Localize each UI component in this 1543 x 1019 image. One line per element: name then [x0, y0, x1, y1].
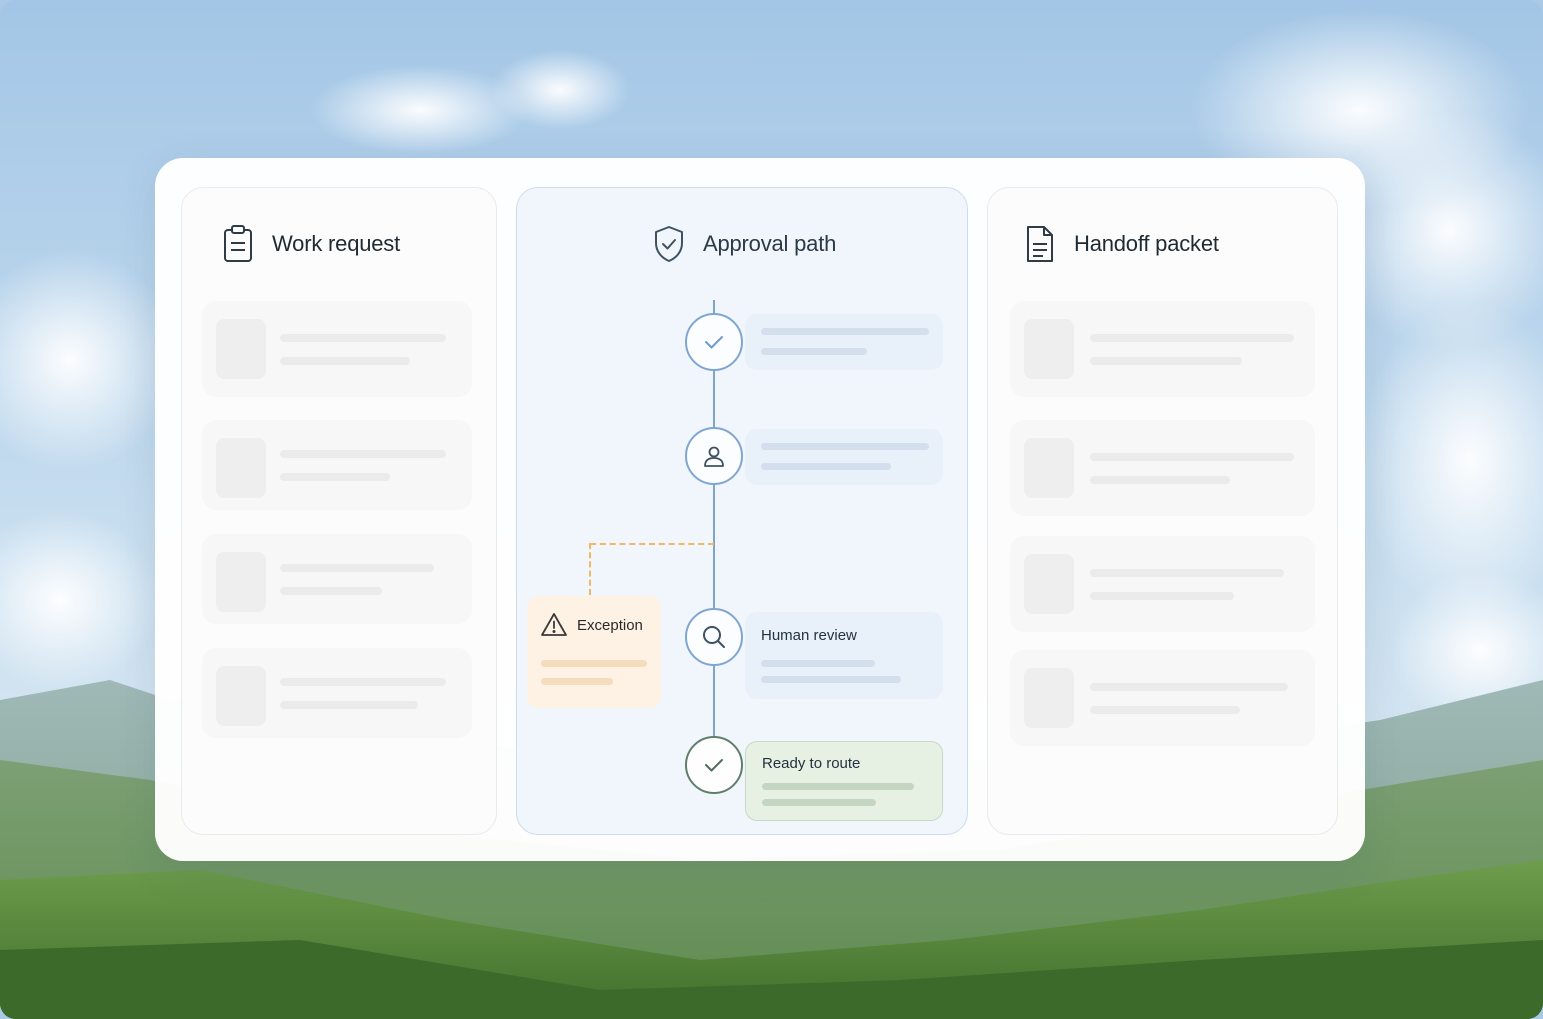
text-placeholder — [1090, 357, 1242, 365]
exception-connector — [589, 543, 591, 595]
approval-path-panel: Approval path — [516, 187, 968, 835]
step-card[interactable] — [745, 429, 943, 485]
workflow-card: Work request — [155, 158, 1365, 861]
text-placeholder — [280, 450, 446, 458]
panel-title: Approval path — [703, 231, 837, 256]
text-placeholder — [541, 678, 613, 685]
thumbnail-placeholder — [216, 552, 266, 612]
thumbnail-placeholder — [1024, 319, 1074, 379]
text-placeholder — [280, 473, 390, 481]
exception-card[interactable]: Exception — [527, 596, 661, 708]
text-placeholder — [541, 660, 647, 667]
thumbnail-placeholder — [1024, 668, 1074, 728]
step-node-ready[interactable] — [685, 736, 743, 794]
check-icon — [705, 759, 723, 772]
thumbnail-placeholder — [216, 319, 266, 379]
check-icon — [705, 336, 723, 349]
text-placeholder — [761, 676, 901, 683]
exception-connector — [590, 543, 714, 545]
handoff-packet-panel: Handoff packet — [987, 187, 1338, 835]
list-item[interactable] — [202, 648, 472, 738]
human-review-card[interactable]: Human review — [745, 612, 943, 699]
list-item[interactable] — [202, 420, 472, 510]
thumbnail-placeholder — [1024, 554, 1074, 614]
search-icon — [703, 626, 725, 648]
text-placeholder — [1090, 569, 1284, 577]
work-request-panel: Work request — [181, 187, 497, 835]
user-icon — [704, 446, 724, 467]
list-item[interactable] — [202, 301, 472, 397]
step-node-assignee[interactable] — [685, 427, 743, 485]
text-placeholder — [1090, 683, 1288, 691]
text-placeholder — [761, 660, 875, 667]
text-placeholder — [761, 463, 891, 470]
shield-check-icon — [651, 224, 687, 264]
panel-title: Work request — [272, 231, 401, 256]
thumbnail-placeholder — [216, 438, 266, 498]
text-placeholder — [280, 334, 446, 342]
text-placeholder — [761, 328, 929, 335]
step-node-review[interactable] — [685, 608, 743, 666]
handoff-packet-header: Handoff packet — [1022, 224, 1219, 264]
step-label: Ready to route — [762, 755, 861, 772]
text-placeholder — [1090, 706, 1240, 714]
text-placeholder — [1090, 453, 1294, 461]
ready-to-route-card[interactable]: Ready to route — [745, 741, 943, 821]
text-placeholder — [280, 564, 434, 572]
step-label: Human review — [761, 627, 857, 644]
clipboard-icon — [220, 224, 256, 264]
text-placeholder — [762, 783, 914, 790]
list-item[interactable] — [202, 534, 472, 624]
list-item[interactable] — [1010, 420, 1315, 516]
text-placeholder — [280, 678, 446, 686]
text-placeholder — [280, 587, 382, 595]
panel-title: Handoff packet — [1074, 231, 1219, 256]
warning-icon — [541, 613, 567, 636]
exception-label: Exception — [577, 617, 643, 634]
approval-path-header: Approval path — [651, 224, 836, 264]
text-placeholder — [761, 348, 867, 355]
thumbnail-placeholder — [1024, 438, 1074, 498]
text-placeholder — [761, 443, 929, 450]
text-placeholder — [1090, 334, 1294, 342]
document-icon — [1022, 224, 1058, 264]
work-request-header: Work request — [220, 224, 400, 264]
step-card[interactable] — [745, 314, 943, 370]
thumbnail-placeholder — [216, 666, 266, 726]
text-placeholder — [1090, 476, 1230, 484]
list-item[interactable] — [1010, 301, 1315, 397]
text-placeholder — [280, 357, 410, 365]
text-placeholder — [280, 701, 418, 709]
text-placeholder — [1090, 592, 1234, 600]
step-node-complete[interactable] — [685, 313, 743, 371]
list-item[interactable] — [1010, 650, 1315, 746]
text-placeholder — [762, 799, 876, 806]
list-item[interactable] — [1010, 536, 1315, 632]
timeline-rail — [713, 300, 715, 768]
